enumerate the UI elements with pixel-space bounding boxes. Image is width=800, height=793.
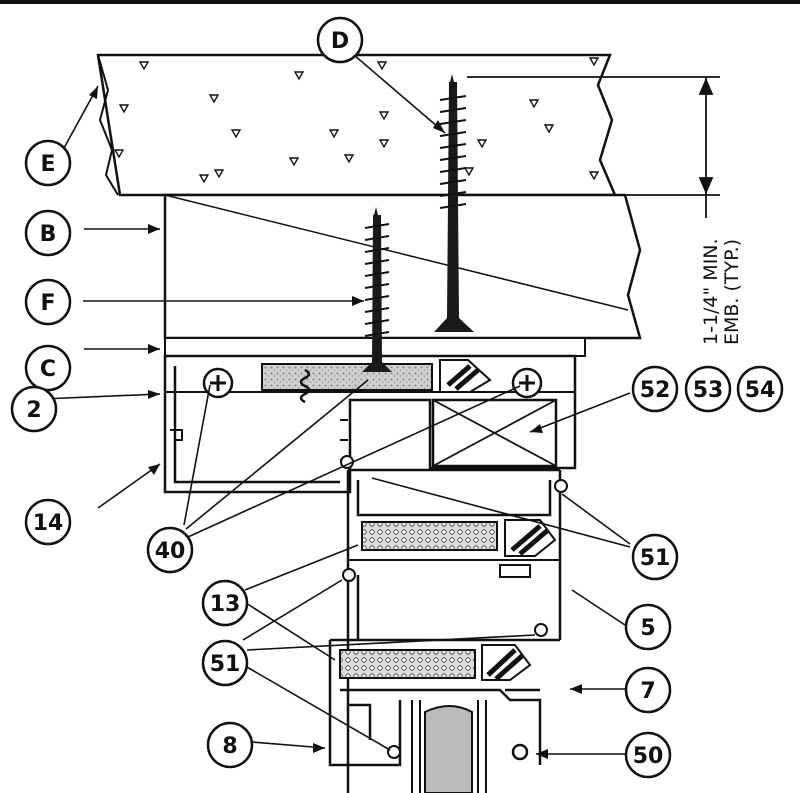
svg-text:E: E	[40, 152, 55, 177]
callout-e: E	[24, 139, 72, 187]
head-insulation-strip	[261, 363, 433, 391]
svg-text:5: 5	[640, 616, 655, 641]
short-wood-screw	[362, 207, 392, 372]
lower-thermal-break	[481, 644, 532, 681]
callout-d: D	[316, 16, 364, 64]
frame-screws	[202, 367, 543, 399]
svg-text:51: 51	[640, 546, 671, 571]
callout-40: 40	[146, 526, 194, 574]
svg-text:51: 51	[210, 652, 241, 677]
glass-unit	[411, 700, 487, 793]
leader-lines	[41, 54, 631, 755]
callout-7: 7	[624, 666, 672, 714]
embedment-dimension	[467, 76, 720, 218]
lower-foam-insulation	[339, 649, 476, 679]
top-border	[0, 0, 800, 4]
callout-f: F	[24, 278, 72, 326]
callout-53: 53	[684, 365, 732, 413]
upper-thermal-break	[504, 519, 557, 557]
callout-13: 13	[201, 579, 249, 627]
spring	[299, 368, 311, 404]
svg-text:14: 14	[33, 511, 64, 536]
wood-blocking	[163, 193, 642, 340]
callout-8: 8	[206, 721, 254, 769]
callout-50: 50	[624, 731, 672, 779]
callout-54: 54	[736, 365, 784, 413]
svg-text:50: 50	[633, 744, 664, 769]
callout-b: B	[24, 209, 72, 257]
callout-5: 5	[624, 603, 672, 651]
svg-text:53: 53	[693, 378, 724, 403]
concrete-substrate	[96, 53, 617, 197]
callout-14: 14	[24, 498, 72, 546]
svg-text:D: D	[331, 29, 349, 54]
svg-text:7: 7	[640, 679, 655, 704]
gaskets	[340, 455, 568, 759]
setting-block	[431, 398, 558, 468]
svg-text:8: 8	[222, 734, 237, 759]
svg-text:B: B	[40, 222, 57, 247]
leader-arrowheads	[89, 86, 582, 759]
sash-frame	[346, 468, 562, 793]
svg-text:40: 40	[155, 539, 186, 564]
callout-51-right: 51	[631, 533, 679, 581]
svg-text:F: F	[40, 291, 55, 316]
head-thermal-break	[439, 359, 492, 393]
svg-text:13: 13	[210, 592, 241, 617]
svg-text:C: C	[40, 357, 56, 382]
svg-text:52: 52	[640, 378, 671, 403]
glazing-gasket	[511, 743, 529, 761]
callout-2: 2	[10, 385, 58, 433]
dimension-line-1: 1-1/4" MIN.	[700, 238, 722, 345]
upper-foam-insulation	[361, 521, 498, 551]
dimension-line-2: EMB. (TYP.)	[721, 239, 743, 345]
svg-text:54: 54	[745, 378, 776, 403]
callout-c: C	[24, 344, 72, 392]
callout-51-left: 51	[201, 639, 249, 687]
callout-52: 52	[631, 365, 679, 413]
long-wood-screw	[434, 74, 474, 332]
svg-text:2: 2	[26, 398, 41, 423]
